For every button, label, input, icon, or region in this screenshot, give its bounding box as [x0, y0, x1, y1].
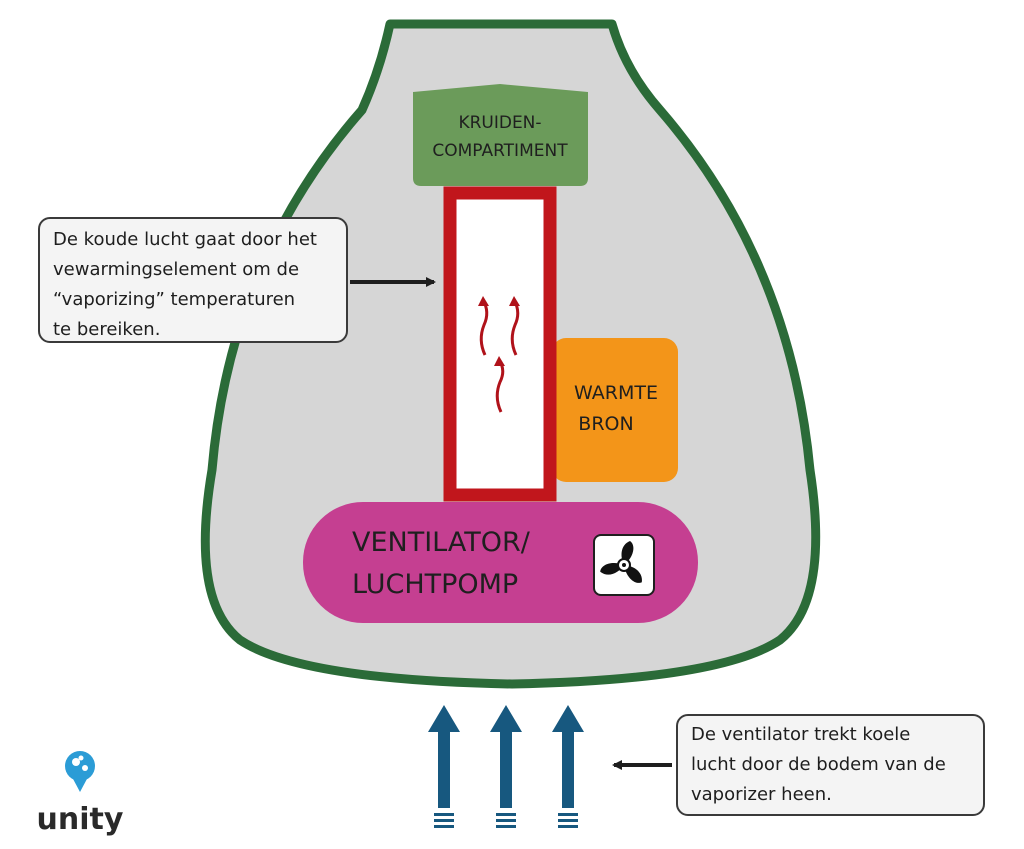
herb-compartment-label-1: KRUIDEN-: [458, 113, 541, 133]
heating-element: [443, 186, 557, 502]
heat-source: WARMTE BRON: [552, 338, 678, 482]
callout-left-line: De koude lucht gaat door het: [53, 229, 317, 250]
intake-arrow: [552, 705, 584, 828]
wavy-arrow-icon: [495, 359, 505, 413]
herb-compartment: KRUIDEN- COMPARTIMENT: [413, 84, 588, 186]
callout-left-line: vewarmingselement om de: [53, 259, 300, 280]
intake-arrows: [428, 705, 584, 828]
intake-arrow: [428, 705, 460, 828]
callout-right-line: vaporizer heen.: [691, 784, 832, 805]
fan-icon: [593, 534, 655, 596]
callout-left-line: te bereiken.: [53, 319, 161, 340]
callout-right-line: De ventilator trekt koele: [691, 724, 911, 745]
heat-source-label-1: WARMTE: [574, 382, 658, 404]
fan-air-pump: VENTILATOR/ LUCHTPOMP: [303, 502, 698, 623]
fan-label-2: LUCHTPOMP: [352, 569, 518, 600]
heat-source-label-2: BRON: [578, 413, 633, 435]
callout-right: De ventilator trekt koele lucht door de …: [676, 714, 985, 816]
logo-wordmark: unity: [37, 802, 124, 837]
callout-right-line: lucht door de bodem van de: [691, 754, 946, 775]
callout-left-line: “vaporizing” temperaturen: [53, 289, 296, 310]
herb-compartment-label-2: COMPARTIMENT: [432, 141, 568, 161]
wavy-arrow-icon: [510, 299, 520, 356]
intake-arrow: [490, 705, 522, 828]
fan-label-1: VENTILATOR/: [352, 527, 531, 558]
unity-logo: unity: [37, 751, 124, 837]
callout-left: De koude lucht gaat door het vewarmingse…: [38, 217, 348, 343]
wavy-arrow-icon: [479, 299, 489, 356]
